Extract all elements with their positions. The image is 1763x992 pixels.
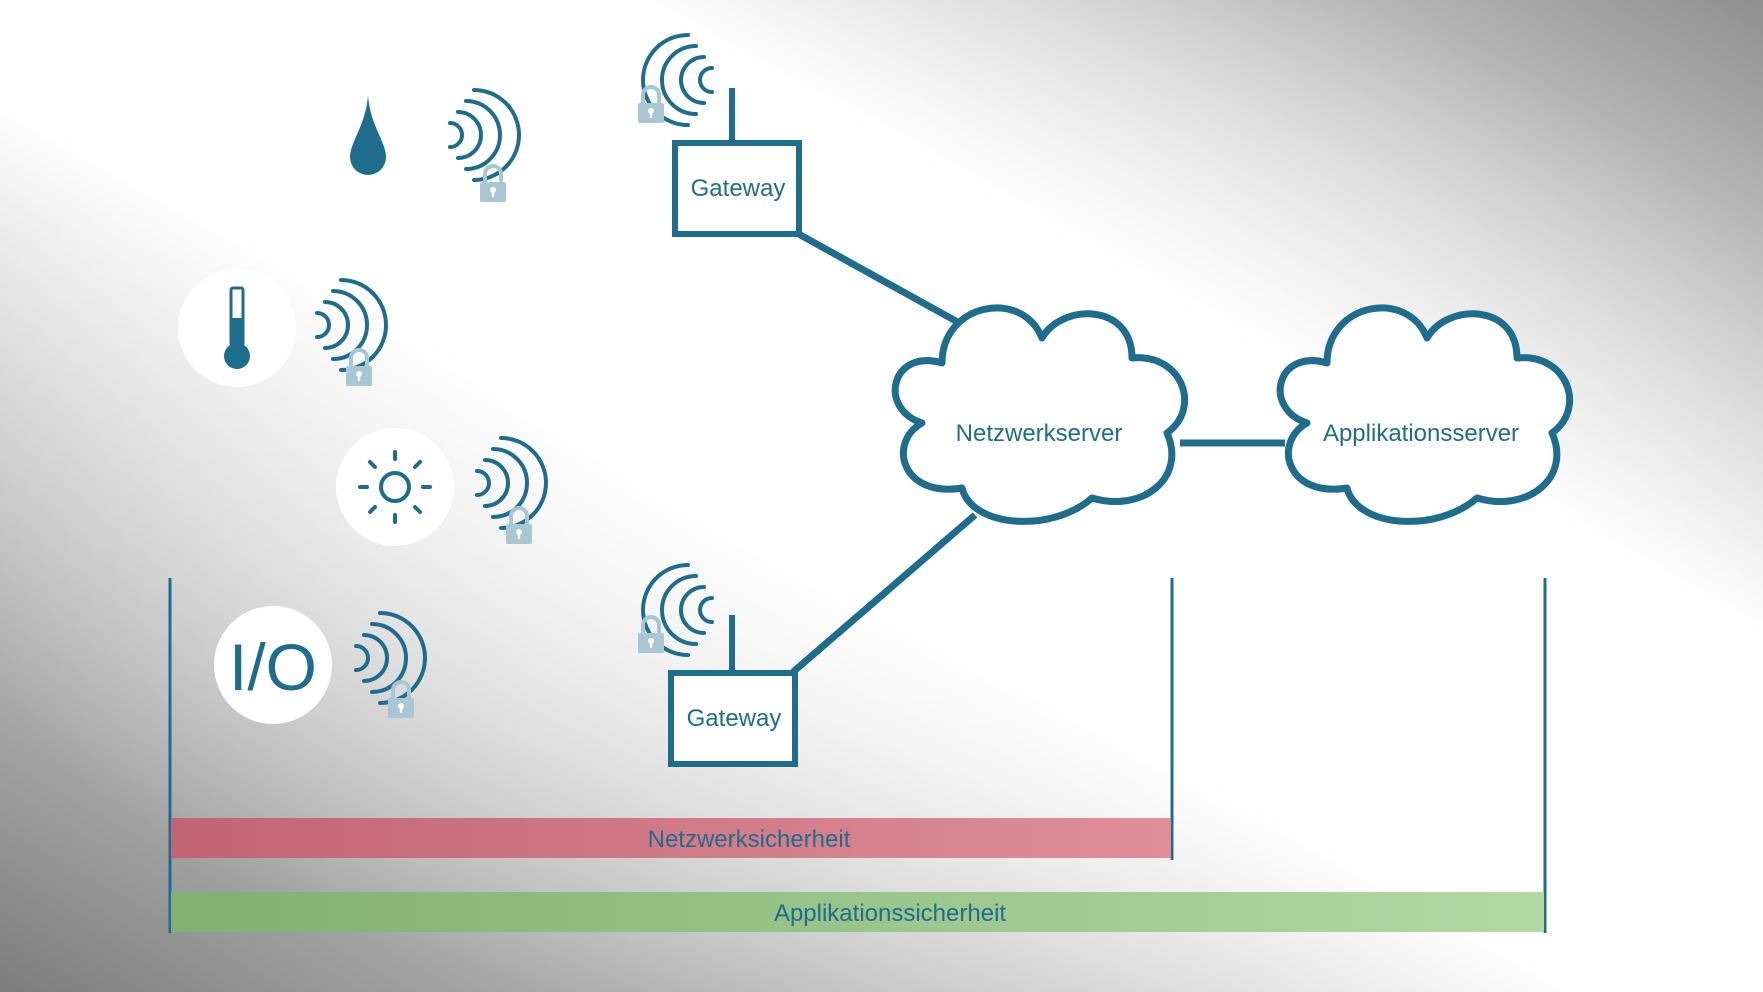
link-gateway-bottom-network	[790, 512, 978, 675]
sensor-io: I/O	[214, 606, 427, 724]
gateway-bottom-label: Gateway	[687, 705, 782, 732]
gateway-top: Gateway	[636, 33, 802, 237]
thermometer-icon	[224, 286, 250, 369]
sun-icon	[358, 450, 432, 524]
water-drop-icon	[350, 95, 386, 175]
sensor-light	[336, 428, 548, 546]
application-server-label: Applikationsserver	[1323, 420, 1519, 447]
io-icon: I/O	[229, 630, 317, 704]
application-server: Applikationsserver	[1280, 308, 1569, 522]
network-server: Netzwerkserver	[895, 308, 1184, 522]
network-server-label: Netzwerkserver	[956, 420, 1123, 447]
application-security-label: Applikationssicherheit	[774, 900, 1006, 927]
gateway-bottom: Gateway	[636, 563, 798, 767]
sensor-temperature	[178, 269, 388, 388]
network-security-label: Netzwerksicherheit	[648, 826, 851, 853]
link-gateway-top-network	[793, 228, 974, 334]
network-security-bar: Netzwerksicherheit	[171, 818, 1171, 858]
application-security-bar: Applikationssicherheit	[171, 892, 1544, 932]
gateway-top-label: Gateway	[691, 175, 786, 202]
sensor-water	[309, 76, 521, 204]
